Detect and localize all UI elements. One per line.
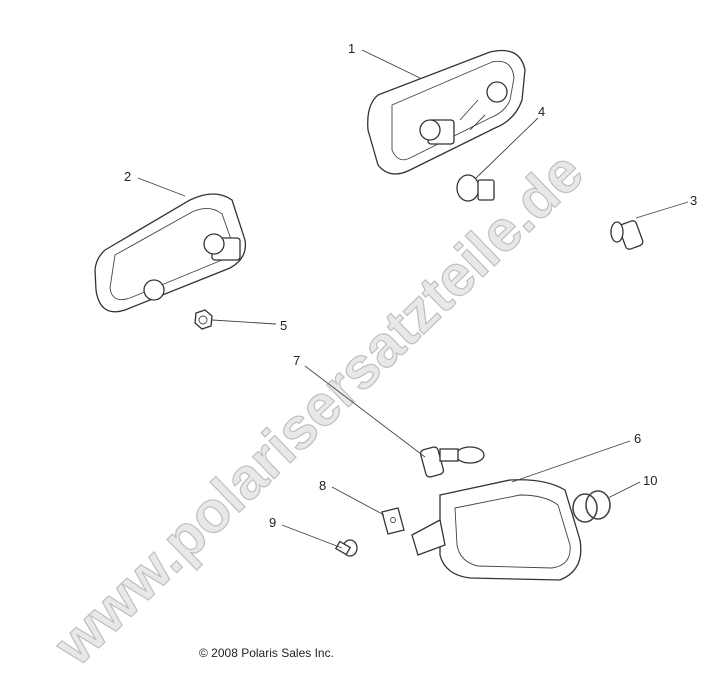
callout-7: 7 <box>293 353 300 368</box>
part-10-o-rings <box>572 490 611 523</box>
leader-lines <box>137 49 689 549</box>
part-6-headlight <box>411 479 582 581</box>
callout-4: 4 <box>538 104 545 119</box>
callout-8: 8 <box>319 478 326 493</box>
part-5-nut <box>194 309 213 330</box>
part-7-headlight-bulb <box>419 446 485 478</box>
callout-5: 5 <box>280 318 287 333</box>
callout-10: 10 <box>643 473 657 488</box>
part-9-screw <box>334 539 358 557</box>
part-3-socket <box>610 220 644 250</box>
callout-9: 9 <box>269 515 276 530</box>
copyright-text: © 2008 Polaris Sales Inc. <box>199 646 334 660</box>
callout-6: 6 <box>634 431 641 446</box>
part-4-bulb <box>456 174 495 202</box>
callout-1: 1 <box>348 41 355 56</box>
watermark: www.polarisersatzteile.de <box>41 139 595 678</box>
part-1-tail-light <box>367 49 526 175</box>
callout-2: 2 <box>124 169 131 184</box>
part-8-clip <box>381 507 405 535</box>
part-2-tail-light <box>94 193 247 313</box>
callout-3: 3 <box>690 193 697 208</box>
